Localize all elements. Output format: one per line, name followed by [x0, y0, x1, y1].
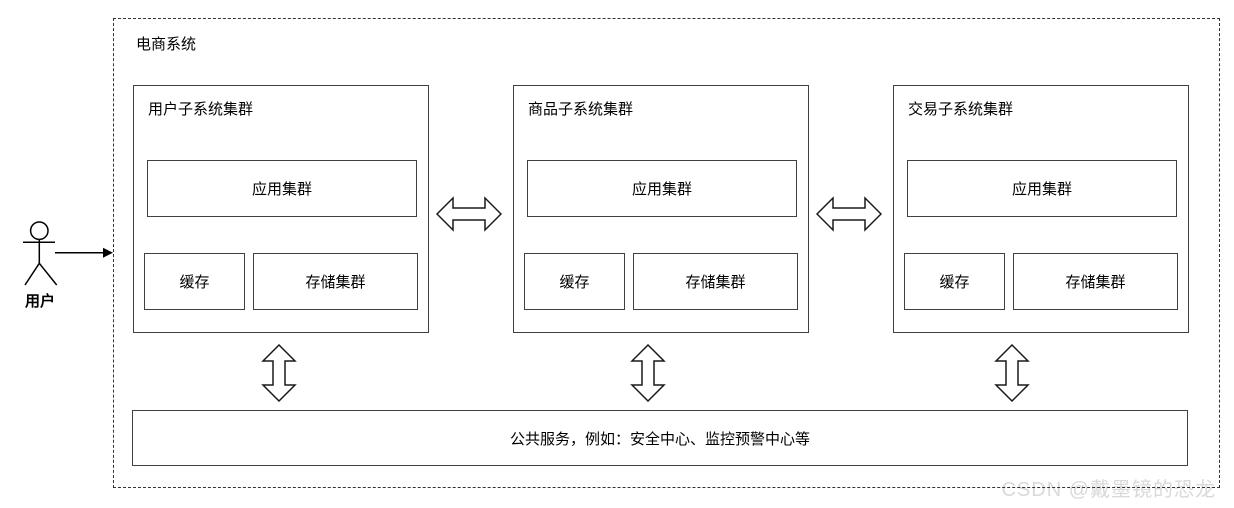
horizontal-double-arrow-icon [816, 196, 882, 232]
shared-services-label: 公共服务，例如：安全中心、监控预警中心等 [509, 430, 810, 448]
cache-box: 缓存 [524, 253, 625, 310]
actor-to-system-arrow [55, 247, 113, 258]
storage-cluster-box: 存储集群 [633, 253, 798, 310]
shared-services-box: 公共服务，例如：安全中心、监控预警中心等 [132, 410, 1188, 466]
app-cluster-box: 应用集群 [527, 160, 797, 217]
app-cluster-box: 应用集群 [907, 160, 1177, 217]
vertical-double-arrow-icon [994, 344, 1030, 402]
subsystem-title: 交易子系统集群 [908, 101, 1014, 118]
storage-cluster-box: 存储集群 [253, 253, 418, 310]
watermark: CSDN @戴墨镜的恐龙 [1001, 479, 1216, 501]
cache-box: 缓存 [144, 253, 245, 310]
storage-cluster-box: 存储集群 [1013, 253, 1178, 310]
user-actor-icon [23, 221, 113, 286]
subsystem-box-user: 用户子系统集群 应用集群 缓存 存储集群 [133, 85, 429, 333]
subsystem-box-product: 商品子系统集群 应用集群 缓存 存储集群 [513, 85, 809, 333]
vertical-double-arrow-icon [630, 344, 666, 402]
actor-label: 用户 [24, 293, 55, 310]
cache-box: 缓存 [904, 253, 1005, 310]
subsystem-title: 商品子系统集群 [528, 101, 634, 118]
vertical-double-arrow-icon [261, 344, 297, 402]
subsystem-title: 用户子系统集群 [148, 101, 254, 118]
subsystem-box-trade: 交易子系统集群 应用集群 缓存 存储集群 [893, 85, 1189, 333]
system-boundary-label: 电商系统 [136, 36, 197, 53]
horizontal-double-arrow-icon [436, 196, 502, 232]
app-cluster-box: 应用集群 [147, 160, 417, 217]
